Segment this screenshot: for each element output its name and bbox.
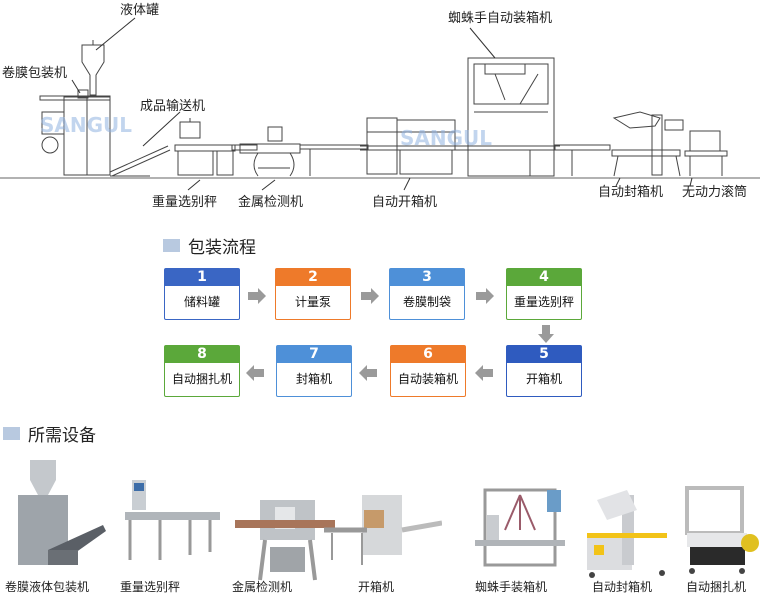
arrow-right-icon <box>248 288 266 304</box>
equipment-photo-4 <box>324 495 442 565</box>
incline-conveyor-drawing <box>109 145 171 177</box>
checkweigher-drawing <box>174 118 258 176</box>
step-number: 6 <box>391 346 465 363</box>
section-square-icon <box>3 427 20 440</box>
equipment-photo-3 <box>235 500 335 581</box>
step-label: 重量选别秤 <box>513 295 574 309</box>
step-number: 5 <box>507 346 581 363</box>
step-label: 卷膜制袋 <box>402 295 451 309</box>
production-line-drawing: SANGUL SANGUL <box>0 17 760 191</box>
watermark: SANGUL <box>40 113 132 137</box>
equipment-label: 卷膜液体包装机 <box>5 580 90 594</box>
spider-packer-drawing <box>467 57 555 177</box>
equipment-label: 自动封箱机 <box>592 580 653 594</box>
equipment-header: 所需设备 <box>3 421 96 446</box>
step-number: 7 <box>277 346 351 363</box>
roller-conveyor-drawing <box>684 130 728 176</box>
arrow-left-icon <box>359 365 377 381</box>
label-metal-detector: 金属检测机 <box>238 195 304 210</box>
case-sealer-drawing <box>611 111 684 177</box>
arrow-down-icon <box>538 325 554 343</box>
metal-detector-drawing <box>239 126 369 177</box>
step-label: 封箱机 <box>295 372 332 386</box>
equipment-title: 所需设备 <box>28 426 96 446</box>
step-label: 自动装箱机 <box>397 372 458 386</box>
film-packer-drawing <box>39 40 111 176</box>
case-erector-drawing <box>360 117 560 175</box>
process-step-4: 4 重量选别秤 <box>506 268 582 320</box>
label-case-erector: 自动开箱机 <box>372 195 438 210</box>
arrow-left-icon <box>475 365 493 381</box>
label-spider-packer: 蜘蛛手自动装箱机 <box>448 11 553 26</box>
equipment-label: 金属检测机 <box>232 580 293 594</box>
label-product-conveyor: 成品输送机 <box>140 99 206 114</box>
label-roller-conveyor: 无动力滚筒 <box>682 185 748 200</box>
process-step-7: 7 封箱机 <box>276 345 352 397</box>
label-case-sealer: 自动封箱机 <box>598 185 664 200</box>
label-liquid-tank: 液体罐 <box>120 3 160 18</box>
process-step-2: 2 计量泵 <box>275 268 351 320</box>
step-label: 开箱机 <box>525 372 562 386</box>
equipment-photo-5 <box>475 488 565 567</box>
equipment-photo-2 <box>125 480 220 560</box>
process-header: 包装流程 <box>163 233 256 258</box>
arrow-right-icon <box>361 288 379 304</box>
step-number: 8 <box>165 346 239 363</box>
equipment-photo-1 <box>18 460 106 565</box>
process-step-6: 6 自动装箱机 <box>390 345 466 397</box>
arrow-right-icon <box>476 288 494 304</box>
process-step-3: 3 卷膜制袋 <box>389 268 465 320</box>
process-step-8: 8 自动捆扎机 <box>164 345 240 397</box>
leader-lines <box>71 17 693 191</box>
equipment-photo-6 <box>587 490 667 578</box>
step-number: 2 <box>276 269 350 286</box>
equipment-label: 自动捆扎机 <box>686 580 747 594</box>
label-checkweigher: 重量选别秤 <box>152 195 218 210</box>
process-title: 包装流程 <box>188 238 256 258</box>
step-label: 自动捆扎机 <box>171 372 232 386</box>
label-film-packer: 卷膜包装机 <box>2 66 68 81</box>
section-square-icon <box>163 239 180 252</box>
step-number: 4 <box>507 269 581 286</box>
step-label: 储料罐 <box>183 295 220 309</box>
equipment-label: 开箱机 <box>358 580 395 594</box>
process-step-5: 5 开箱机 <box>506 345 582 397</box>
equipment-label: 重量选别秤 <box>120 580 181 594</box>
step-number: 1 <box>165 269 239 286</box>
process-step-1: 1 储料罐 <box>164 268 240 320</box>
equipment-photo-7 <box>685 486 759 574</box>
transfer-conveyor-drawing <box>554 144 611 176</box>
arrow-left-icon <box>246 365 264 381</box>
step-label: 计量泵 <box>294 295 331 309</box>
step-number: 3 <box>390 269 464 286</box>
svg-text:SANGUL: SANGUL <box>400 126 492 150</box>
equipment-label: 蜘蛛手装箱机 <box>475 580 548 594</box>
